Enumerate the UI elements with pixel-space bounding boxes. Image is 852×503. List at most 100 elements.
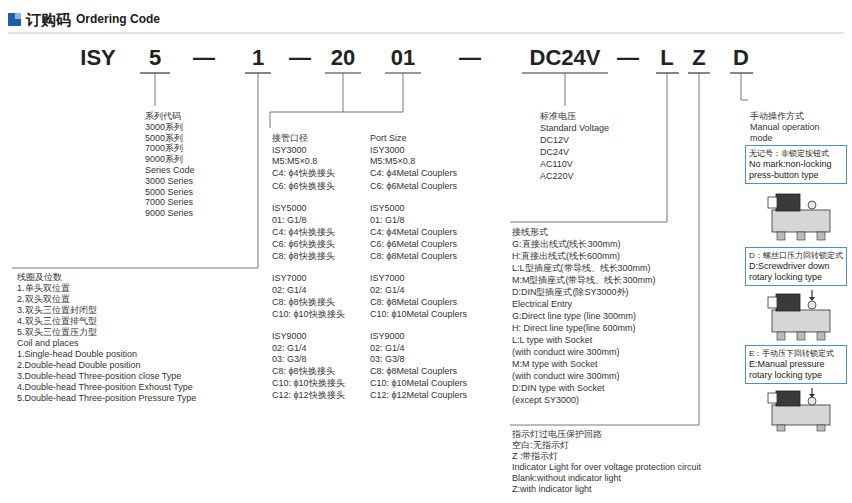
coil-text: 2.双头双位置	[17, 294, 70, 304]
entry-text: M:M type with Socket	[512, 359, 598, 369]
manual-text: 手动操作方式	[750, 111, 804, 121]
voltage-text: DC12V	[540, 135, 569, 145]
coil-text: 3.双头三位置封闭型	[17, 305, 97, 315]
port-text-cn: C8: ϕ8快换接头	[272, 297, 335, 307]
entry-text: D:DIN型插座式(除SY3000外)	[512, 287, 629, 297]
valve-illustration	[768, 388, 830, 431]
mode-description: D:Screwdriver down rotary locking type	[749, 261, 843, 283]
port-text-cn: C12: ϕ12快换接头	[272, 390, 345, 400]
mode-box: 无记号：非锁定按钮式No mark:non-locking press-butt…	[745, 145, 847, 184]
port-text-en: C4: ϕ4Metal Couplers	[370, 168, 457, 178]
series-text: 3000 Series	[145, 176, 193, 186]
port-text-cn: C8: ϕ8快换接头	[272, 366, 335, 376]
port-text-cn: 02: G1/4	[272, 285, 307, 295]
mode-heading: 无记号：非锁定按钮式	[749, 148, 843, 159]
heading-title: 订购码	[26, 11, 71, 28]
port-text-cn: M5:M5×0.8	[272, 156, 317, 166]
indicator-text: Indicator Light for over voltage protect…	[512, 462, 701, 472]
port-text-en: ISY5000	[370, 203, 405, 213]
port-text-cn: 03: G3/8	[272, 354, 307, 364]
entry-text: (with conduct wire 300mm)	[512, 371, 620, 381]
mode-description: No mark:non-locking press-button type	[749, 159, 843, 181]
entry-text: Electrical Entry	[512, 299, 572, 309]
voltage-text: AC110V	[540, 159, 573, 169]
mode-heading: D：螺丝口压力回转锁定式	[749, 250, 843, 261]
entry-text: (with conduct wire 300mm)	[512, 347, 620, 357]
code-segment: 20	[331, 45, 355, 70]
series-text: 7000系列	[145, 143, 183, 153]
entry-text: H: Direct line type(line 600mm)	[512, 323, 636, 333]
port-text-en: Port Size	[370, 133, 407, 143]
port-text-cn: C8: ϕ8快换接头	[272, 251, 335, 261]
port-text-cn: ISY9000	[272, 331, 307, 341]
port-text-cn: ISY3000	[272, 145, 307, 155]
coil-text: 4.Double-head Three-position Exhoust Typ…	[17, 382, 193, 392]
port-text-en: C10: ϕ10Metal Couplers	[370, 378, 467, 388]
port-text-cn: ISY7000	[272, 273, 307, 283]
series-text: 5000系列	[145, 132, 183, 142]
port-text-en: ISY7000	[370, 273, 405, 283]
voltage-text: Standard Voltage	[540, 123, 609, 133]
coil-text: 线圈及位数	[17, 272, 62, 282]
coil-text: 2.Double-head Double position	[17, 360, 141, 370]
code-segment: ISY	[80, 45, 115, 70]
indicator-text: 指示灯过电压保护回路	[512, 429, 602, 439]
entry-text: H:直接出线式(线长600mm)	[512, 251, 620, 261]
header-icon	[15, 13, 21, 19]
mode-box: E：手动压下回转锁定式E:Manual pressure rotary lock…	[745, 345, 847, 384]
indicator-text: Z :带指示灯	[512, 451, 559, 461]
code-segment: —	[617, 45, 639, 70]
port-text-en: C10: ϕ10Metal Couplers	[370, 309, 467, 319]
voltage-text: DC24V	[540, 147, 569, 157]
series-text: Series Code	[145, 165, 195, 175]
coil-text: 5.双头三位置压力型	[17, 327, 97, 337]
port-text-en: 01: G1/8	[370, 215, 405, 225]
port-text-cn: C6: ϕ6快换接头	[272, 181, 335, 191]
code-segment: 1	[252, 45, 264, 70]
entry-text: G:直接出线式(线长300mm)	[512, 239, 621, 249]
port-text-cn: C4: ϕ4快换接头	[272, 227, 335, 237]
indicator-text: Blank:without indicator light	[512, 473, 621, 483]
manual-text: mode	[750, 133, 773, 143]
indicator-text: Z:with indicator light	[512, 484, 592, 494]
coil-text: 1.单头双位置	[17, 283, 70, 293]
series-text: 9000 Series	[145, 208, 193, 218]
port-text-en: C8: ϕ8Metal Couplers	[370, 297, 457, 307]
entry-text: L:L type with Socket	[512, 335, 592, 345]
series-text: 3000系列	[145, 122, 183, 132]
manual-text: Manual operation	[750, 122, 820, 132]
port-text-en: C4: ϕ4Metal Couplers	[370, 227, 457, 237]
port-text-en: 03: G3/8	[370, 354, 405, 364]
series-text: 7000 Series	[145, 197, 193, 207]
port-text-en: C8: ϕ8Metal Couplers	[370, 251, 457, 261]
port-text-en: M5:M5×0.8	[370, 156, 415, 166]
code-segment: —	[289, 45, 311, 70]
code-underlines	[140, 72, 753, 73]
coil-text: 1.Single-head Double position	[17, 349, 137, 359]
leader-lines	[12, 73, 748, 425]
entry-text: 接线形式	[512, 227, 548, 237]
port-text-cn: C6: ϕ6快换接头	[272, 239, 335, 249]
port-text-en: C8: ϕ8Metal Couplers	[370, 366, 457, 376]
code-segment: —	[459, 45, 481, 70]
code-segment: 5	[149, 45, 161, 70]
header-rule	[8, 33, 844, 34]
entry-text: L:L型插座式(带导线、线长300mm)	[512, 263, 651, 273]
port-text-cn: 01: G1/8	[272, 215, 307, 225]
coil-text: 3.Double-head Three-position close Type	[17, 371, 181, 381]
heading-subtitle: Ordering Code	[76, 13, 160, 27]
entry-text: (except SY3000)	[512, 395, 579, 405]
port-text-cn: 接管口径	[272, 133, 308, 143]
port-text-en: 02: G1/4	[370, 343, 405, 353]
coil-text: 5.Double-head Three-position Pressure Ty…	[17, 393, 196, 403]
port-text-en: ISY9000	[370, 331, 405, 341]
series-text: 系列代码	[145, 111, 181, 121]
coil-text: 4.双头三位置排气型	[17, 316, 97, 326]
mode-box: D：螺丝口压力回转锁定式D:Screwdriver down rotary lo…	[745, 247, 847, 286]
code-segment: 01	[391, 45, 415, 70]
port-text-cn: C10: ϕ10快换接头	[272, 309, 345, 319]
port-text-en: C12: ϕ12Metal Couplers	[370, 390, 467, 400]
code-segment: Z	[692, 45, 705, 70]
voltage-text: 标准电压	[540, 111, 576, 121]
